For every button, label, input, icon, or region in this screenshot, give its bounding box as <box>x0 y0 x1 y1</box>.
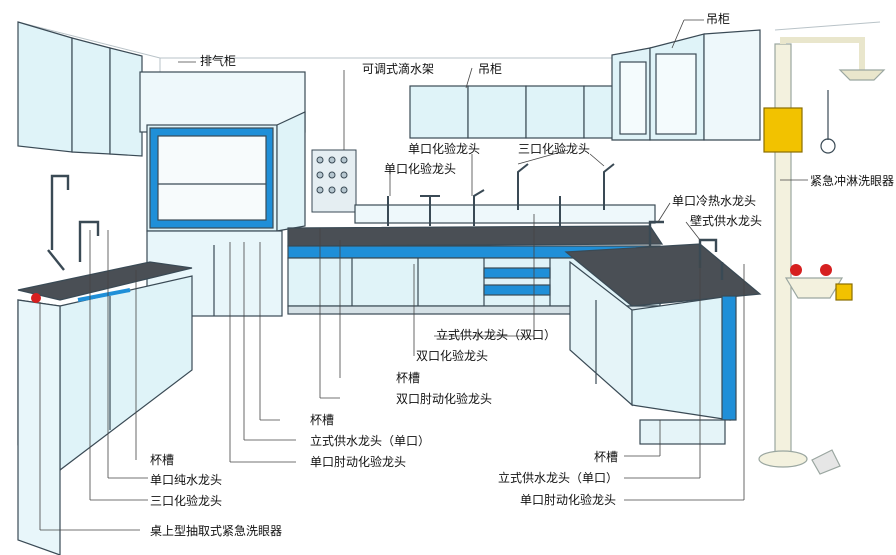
label-cup-sink-mid: 杯槽 <box>396 371 421 385</box>
label-pure-water-faucet: 单口纯水龙头 <box>150 473 223 487</box>
label-triple-faucet-top: 三口化验龙头 <box>518 142 591 156</box>
left-wall-cabinets <box>17 21 143 157</box>
label-fume-hood: 排气柜 <box>200 54 237 68</box>
label-elbow-faucet-single-left: 单口肘动化验龙头 <box>310 455 407 469</box>
label-double-faucet: 双口化验龙头 <box>416 349 489 363</box>
back-faucets <box>387 163 615 226</box>
label-wall-faucet: 壁式供水龙头 <box>690 214 763 228</box>
right-faucets <box>648 220 724 280</box>
middle-wall-cabinets <box>409 85 615 139</box>
right-peninsula <box>564 243 762 445</box>
label-cup-sink-left: 杯槽 <box>310 413 335 427</box>
right-wall-cabinets <box>611 29 761 141</box>
leader-lines <box>39 19 808 531</box>
emergency-shower <box>758 37 886 475</box>
label-vertical-faucet-single-right: 立式供水龙头（单口） <box>498 471 619 485</box>
label-triple-faucet-bottom: 三口化验龙头 <box>150 494 223 508</box>
label-emergency-shower: 紧急冲淋洗眼器 <box>810 174 895 188</box>
left-faucets <box>31 174 100 303</box>
label-hot-cold-faucet: 单口冷热水龙头 <box>672 194 757 208</box>
drip-rack <box>311 149 357 213</box>
fume-hood <box>139 71 306 317</box>
label-vertical-faucet-double: 立式供水龙头（双口） <box>436 328 557 342</box>
label-desktop-eyewash: 桌上型抽取式紧急洗眼器 <box>150 524 283 538</box>
label-wall-cabinet-right: 吊柜 <box>706 12 731 26</box>
left-peninsula <box>17 261 193 555</box>
label-elbow-faucet-single-right: 单口肘动化验龙头 <box>520 493 617 507</box>
label-drip-rack: 可调式滴水架 <box>362 62 435 76</box>
label-single-faucet-a: 单口化验龙头 <box>408 142 481 156</box>
label-cup-sink-bottom-left: 杯槽 <box>150 453 175 467</box>
label-cup-sink-right: 杯槽 <box>594 450 619 464</box>
label-wall-cabinet-mid: 吊柜 <box>478 62 503 76</box>
label-single-faucet-b: 单口化验龙头 <box>384 162 457 176</box>
label-double-elbow-faucet: 双口肘动化验龙头 <box>396 392 493 406</box>
label-vertical-faucet-single-left: 立式供水龙头（单口） <box>310 434 431 448</box>
